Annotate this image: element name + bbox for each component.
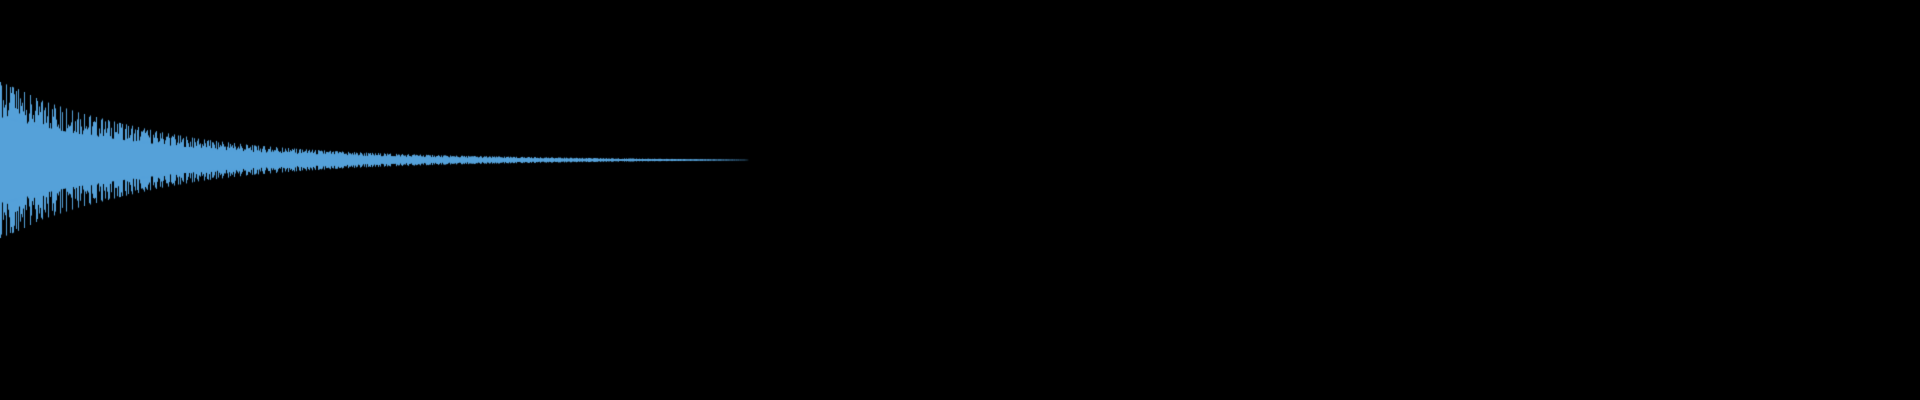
audio-waveform-canvas[interactable] [0, 0, 1920, 400]
waveform-display[interactable] [0, 0, 1920, 400]
